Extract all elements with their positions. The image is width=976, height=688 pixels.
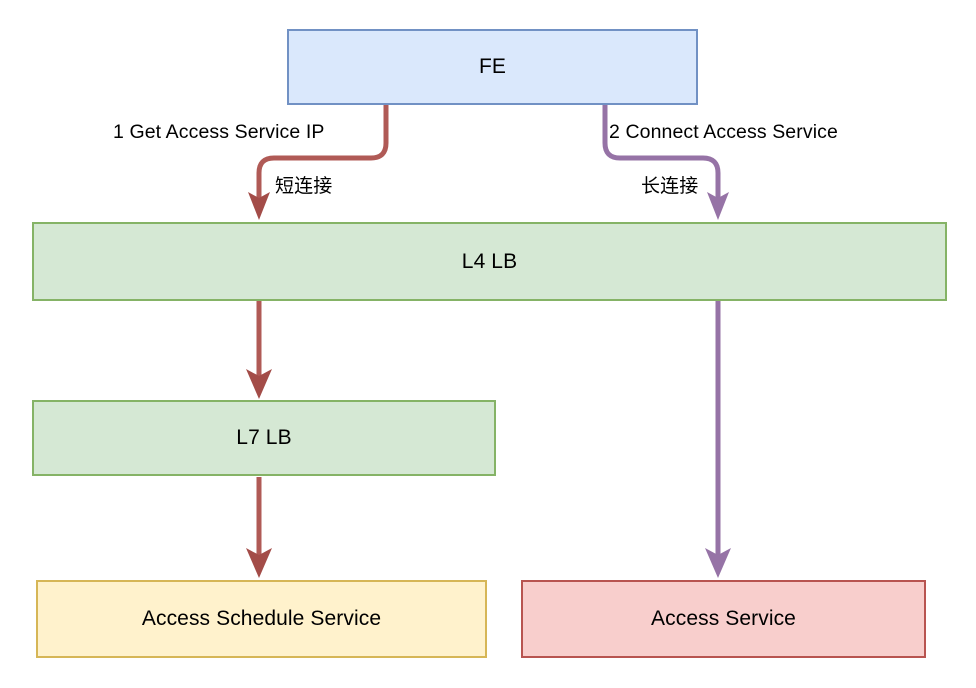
edge-1-label: 1 Get Access Service IP <box>113 121 325 143</box>
edge-2-arrowhead <box>707 192 729 220</box>
edge-4-arrowhead <box>246 548 272 578</box>
edge-l4lb-to-l7lb <box>246 301 272 399</box>
node-access-service[interactable]: Access Service <box>521 580 926 658</box>
node-fe[interactable]: FE <box>287 29 698 105</box>
edge-l4lb-to-access-service <box>705 301 731 578</box>
edge-3-arrowhead <box>246 369 272 399</box>
edge-5-arrowhead <box>705 548 731 578</box>
edge-2-sublabel: 长连接 <box>641 175 699 197</box>
edge-l7lb-to-access-schedule <box>246 477 272 578</box>
node-l4-lb[interactable]: L4 LB <box>32 222 947 301</box>
edge-1-sublabel: 短连接 <box>275 175 333 197</box>
edge-1-arrowhead <box>248 192 270 220</box>
node-l7-lb[interactable]: L7 LB <box>32 400 496 476</box>
node-access-schedule-service[interactable]: Access Schedule Service <box>36 580 487 658</box>
edge-2-label: 2 Connect Access Service <box>609 121 838 143</box>
